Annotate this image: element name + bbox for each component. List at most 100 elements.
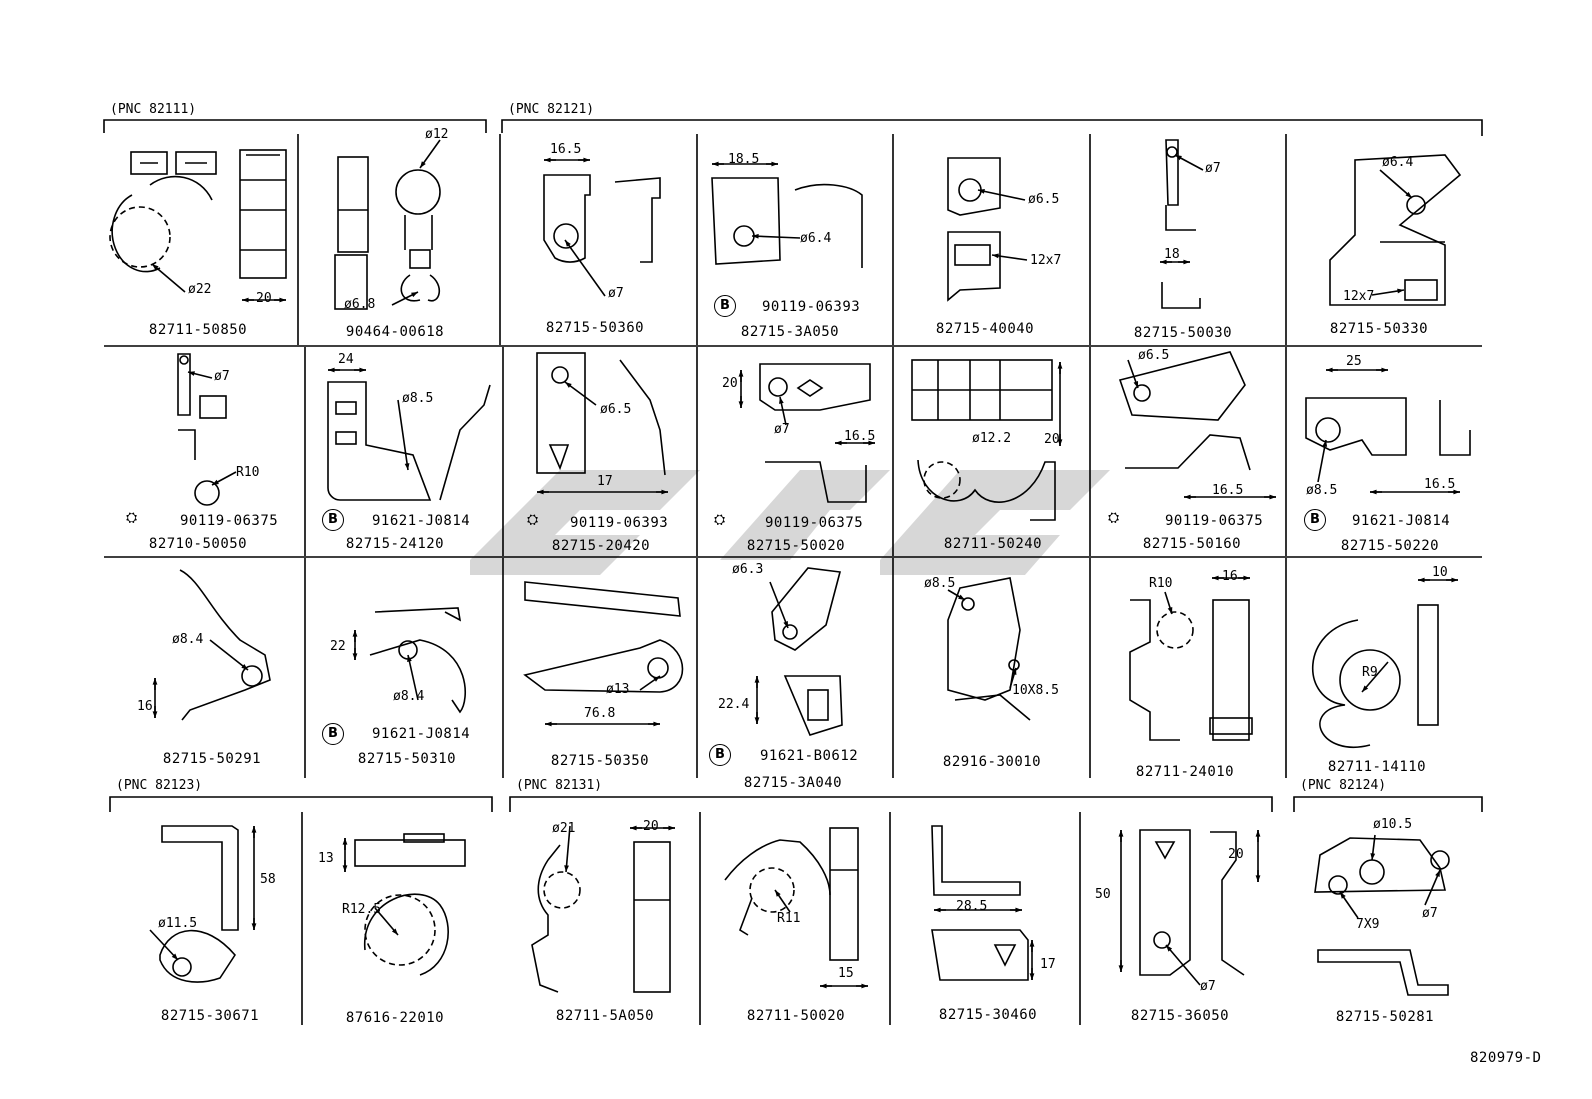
watermark-logo — [470, 470, 1110, 575]
arrow-head — [771, 161, 778, 167]
hole-circle — [782, 624, 798, 640]
arrow-head — [1435, 870, 1440, 877]
dimension-label: 7X9 — [1356, 917, 1380, 932]
hole-circle — [1406, 195, 1426, 215]
arrow-head — [1397, 288, 1404, 294]
arrow-head — [1057, 362, 1063, 369]
part-outline — [531, 844, 561, 993]
part-number: 82715-50220 — [1340, 538, 1440, 554]
arrow-head — [1255, 875, 1261, 882]
arrow-head — [1326, 367, 1333, 373]
part-outline — [1417, 604, 1439, 726]
b-marker-icon: B — [322, 509, 344, 531]
part-number: 82711-50020 — [746, 1008, 846, 1024]
b-marker-icon: B — [1304, 509, 1326, 531]
dimension-label: ø8.4 — [393, 689, 425, 704]
part-outline — [130, 151, 168, 175]
dimension-label: 18 — [1164, 247, 1180, 262]
dimension-label: 15 — [838, 966, 854, 981]
arrow-head — [1133, 381, 1139, 388]
ref-part-number: 91621-J0814 — [372, 726, 471, 742]
arrow-head — [391, 928, 398, 935]
dimension-label: ø8.5 — [1306, 483, 1338, 498]
b-marker-icon: B — [322, 723, 344, 745]
dimension-label: 12x7 — [1030, 253, 1062, 268]
part-number: 82715-50160 — [1142, 536, 1242, 552]
dimension-label: ø22 — [188, 282, 212, 297]
part-outline — [1209, 717, 1253, 735]
arrow-head — [738, 401, 744, 408]
hole-circle — [958, 178, 982, 202]
part-number: 82710-50050 — [148, 536, 248, 552]
arrow-head — [359, 367, 366, 373]
arrow-head — [978, 189, 985, 194]
part-outline — [543, 174, 591, 263]
group-bracket — [509, 796, 1273, 812]
part-number: 82711-24010 — [1135, 764, 1235, 780]
arrow-head — [752, 233, 759, 239]
arrow-head — [1370, 489, 1377, 495]
dimension-label: 16.5 — [550, 142, 582, 157]
arrow-head — [1269, 494, 1276, 500]
bolt-icon: ⛭ — [1108, 510, 1120, 526]
arrow-head — [861, 983, 868, 989]
b-marker-icon: B — [714, 295, 736, 317]
part-outline — [111, 175, 213, 273]
part-outline — [1161, 282, 1201, 309]
arrow-head — [564, 865, 569, 872]
bolt-icon: ⛭ — [126, 510, 138, 526]
arrow-head — [783, 621, 788, 628]
part-outline — [177, 353, 191, 416]
part-outline — [794, 183, 863, 268]
part-number: 82715-50360 — [545, 320, 645, 336]
part-outline — [1317, 949, 1449, 996]
arrow-head — [565, 382, 572, 388]
group-bracket — [109, 796, 493, 812]
leader-line — [397, 399, 409, 471]
dimension-label: R9 — [1362, 665, 1378, 680]
part-number: 82715-24120 — [345, 536, 445, 552]
hole-circle — [961, 597, 975, 611]
part-outline — [369, 607, 466, 714]
arrow-head — [868, 440, 875, 446]
dimension-label: ø7 — [1200, 979, 1216, 994]
ref-part-number: 91621-J0814 — [372, 513, 471, 529]
part-number: 82715-36050 — [1130, 1008, 1230, 1024]
dimension-label: ø8.5 — [924, 576, 956, 591]
ref-part-number: 90119-06393 — [762, 299, 861, 315]
arrow-head — [342, 865, 348, 872]
pnc-label: (PNC 82121) — [508, 102, 595, 117]
hole-circle — [241, 665, 263, 687]
dimension-label: 20 — [256, 291, 272, 306]
dimension-label: R10 — [1149, 576, 1173, 591]
hole-circle — [172, 957, 192, 977]
arrow-head — [352, 630, 358, 637]
part-outline — [739, 897, 753, 936]
part-outline — [1129, 599, 1180, 741]
arrow-head — [279, 297, 286, 303]
dimension-label: 12x7 — [1343, 289, 1375, 304]
part-outline — [633, 841, 671, 993]
part-number: 82711-14110 — [1327, 759, 1427, 775]
arrow-head — [545, 721, 552, 727]
hole-circle — [768, 377, 788, 397]
dimension-label: ø8.4 — [172, 632, 204, 647]
part-number: 82715-50020 — [746, 538, 846, 554]
dimension-label: ø21 — [552, 821, 576, 836]
part-outline — [335, 431, 357, 445]
part-number: 90464-00618 — [345, 324, 445, 340]
part-outline — [829, 827, 859, 961]
part-number: 82916-30010 — [942, 754, 1042, 770]
arrow-head — [779, 397, 784, 404]
part-outline — [403, 833, 445, 843]
arrow-head — [242, 297, 249, 303]
arrow-head — [407, 655, 412, 662]
dimension-label: ø12 — [425, 127, 449, 142]
arrow-head — [1212, 575, 1219, 581]
leader-line — [977, 189, 1026, 201]
part-number: 82715-50291 — [162, 751, 262, 767]
ref-part-number: 90119-06375 — [765, 515, 864, 531]
part-outline — [439, 384, 491, 501]
dimension-label: ø7 — [608, 286, 624, 301]
part-outline — [1125, 434, 1251, 471]
